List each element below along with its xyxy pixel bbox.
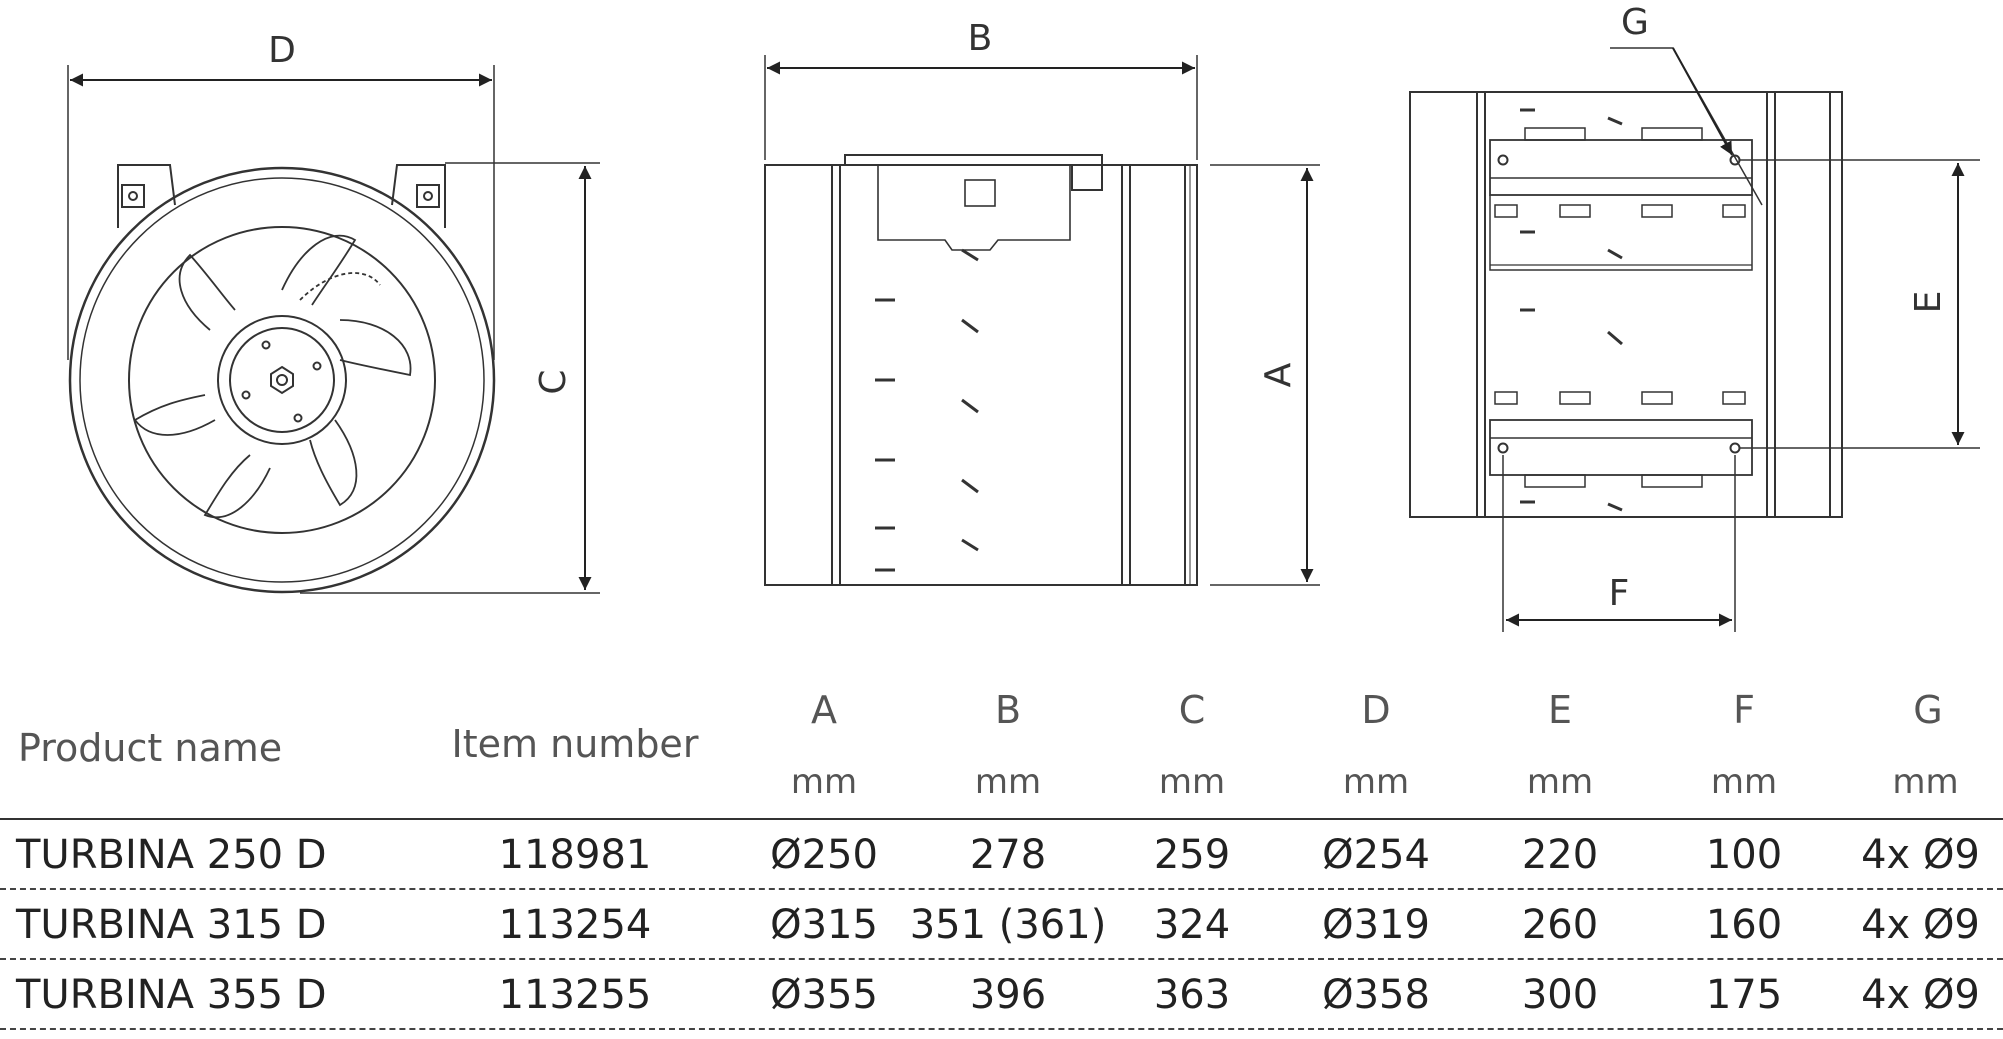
- dimension-label-e: E: [1908, 291, 1949, 314]
- header-g: G: [1913, 688, 1943, 732]
- header-a: A: [811, 688, 837, 732]
- row3-item: 113255: [498, 972, 652, 1018]
- technical-drawings: D C: [67, 2, 1980, 632]
- row1-g: 4x Ø9: [1861, 832, 1980, 878]
- header-f: F: [1733, 688, 1755, 732]
- row2-item: 113254: [498, 902, 652, 948]
- row-separator: [0, 888, 2003, 890]
- header-d-unit: mm: [1342, 762, 1410, 802]
- dimension-label-f: F: [1609, 573, 1630, 614]
- row3-e: 300: [1521, 972, 1599, 1018]
- dimension-label-c: C: [533, 369, 574, 394]
- row3-d: Ø358: [1322, 972, 1430, 1018]
- header-f-unit: mm: [1710, 762, 1778, 802]
- row1-d: Ø254: [1322, 832, 1430, 878]
- row2-b: 351 (361): [909, 902, 1107, 948]
- header-product-name: Product name: [18, 726, 283, 770]
- header-g-unit: mm: [1892, 762, 1959, 802]
- dimension-label-b: B: [968, 18, 993, 59]
- row3-a: Ø355: [770, 972, 878, 1018]
- row-separator: [0, 958, 2003, 960]
- header-b-unit: mm: [974, 762, 1042, 802]
- row1-c: 259: [1153, 832, 1231, 878]
- spec-table: Product name Item number A mm B mm C mm …: [0, 660, 2003, 1039]
- row1-e: 220: [1521, 832, 1599, 878]
- dimension-label-a: A: [1258, 362, 1299, 387]
- row3-b: 396: [969, 972, 1047, 1018]
- header-d: D: [1361, 688, 1391, 732]
- header-item-number: Item number: [451, 722, 699, 766]
- front-view: [67, 65, 600, 594]
- row3-f: 175: [1705, 972, 1783, 1018]
- row3-g: 4x Ø9: [1861, 972, 1980, 1018]
- row1-item: 118981: [498, 832, 652, 878]
- row1-b: 278: [969, 832, 1047, 878]
- row1-product: TURBINA 250 D: [16, 832, 327, 878]
- header-e-unit: mm: [1526, 762, 1594, 802]
- row2-product: TURBINA 315 D: [16, 902, 327, 948]
- top-view: [1409, 47, 1980, 632]
- dimension-label-g: G: [1621, 2, 1649, 43]
- dimension-label-d: D: [268, 30, 296, 71]
- row1-a: Ø250: [770, 832, 878, 878]
- header-c: C: [1178, 688, 1206, 732]
- row2-a: Ø315: [770, 902, 878, 948]
- row2-g: 4x Ø9: [1861, 902, 1980, 948]
- header-b: B: [994, 688, 1022, 732]
- row3-product: TURBINA 355 D: [16, 972, 327, 1018]
- row1-f: 100: [1705, 832, 1783, 878]
- header-rule: [0, 818, 2003, 820]
- row2-c: 324: [1153, 902, 1231, 948]
- row2-e: 260: [1521, 902, 1599, 948]
- header-e: E: [1547, 688, 1572, 732]
- row-separator: [0, 1028, 2003, 1030]
- side-view: [764, 55, 1320, 586]
- header-a-unit: mm: [790, 762, 858, 802]
- row2-d: Ø319: [1322, 902, 1430, 948]
- row2-f: 160: [1705, 902, 1783, 948]
- header-c-unit: mm: [1158, 762, 1226, 802]
- row3-c: 363: [1153, 972, 1231, 1018]
